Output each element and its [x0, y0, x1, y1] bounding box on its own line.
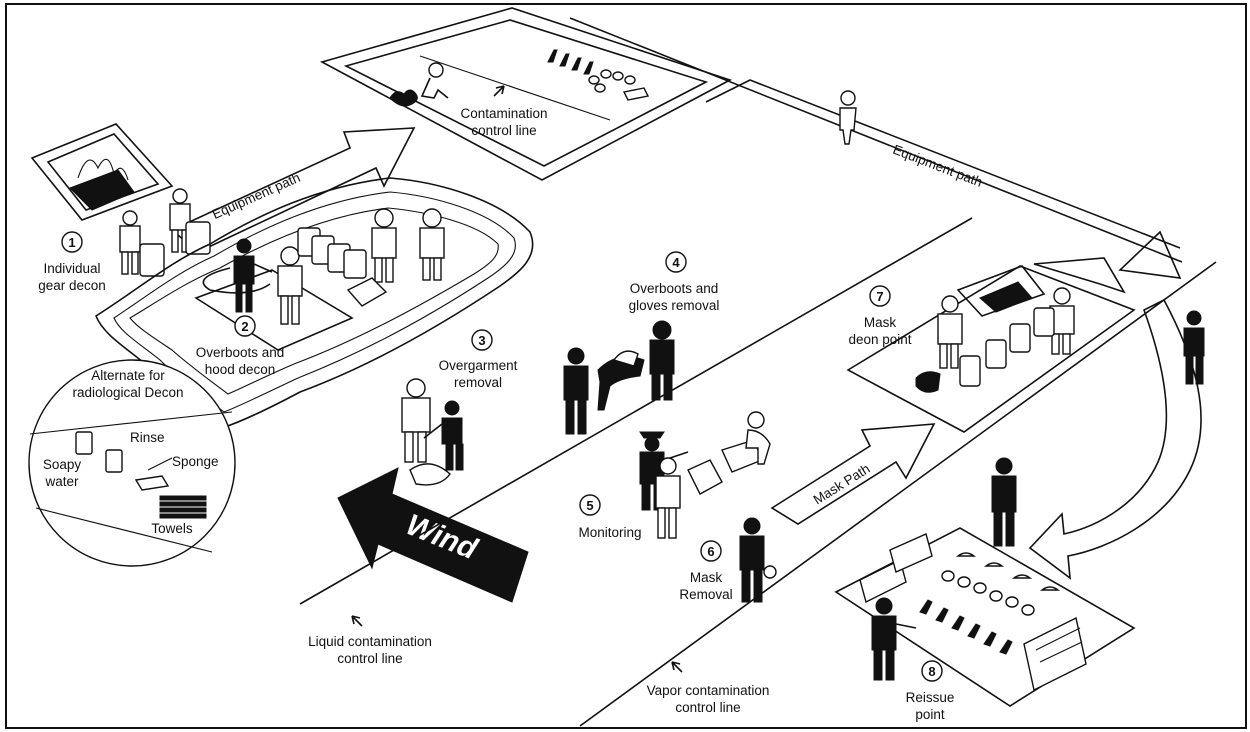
standing-person-icon: [739, 517, 777, 603]
station-3-label-1: Overgarment: [439, 358, 518, 373]
suited-person-icon: [119, 188, 191, 275]
rinse-label: Rinse: [130, 430, 165, 445]
station-7-label-1: Mask: [864, 315, 897, 330]
station-1-label-2: gear decon: [38, 278, 106, 293]
sponge-label: Sponge: [172, 454, 219, 469]
station-4-overboots-gloves-removal: 4 Overboots and gloves removal: [563, 251, 720, 435]
station-2-badge: [234, 315, 256, 337]
boots-row-icon: [919, 599, 1013, 655]
mask-pile-icon: [915, 371, 941, 393]
supply-box-icon: [346, 277, 388, 307]
liquid-contamination-control-line: Liquid contamination control line: [299, 217, 973, 666]
wind-arrow: Wind: [337, 467, 529, 603]
bending-person-icon: [597, 350, 645, 411]
masks-row-icon: [588, 69, 636, 93]
station-6-number: 6: [707, 544, 714, 559]
kneeling-person-icon: [420, 62, 449, 99]
alternate-radiological-decon-inset: Alternate for radiological Decon Rinse S…: [28, 359, 236, 567]
station-7-number: 7: [876, 289, 883, 304]
station-7-mask-decon-point: 7 Mask deon point: [846, 257, 1136, 433]
station-3-label-2: removal: [454, 375, 502, 390]
suited-person-icon: [655, 457, 681, 539]
station-3-overgarment-removal: 3 Overgarment removal: [401, 329, 518, 486]
worker-person-icon: [233, 238, 273, 313]
station-1-badge: [61, 231, 83, 253]
walking-person-icon: [839, 90, 857, 145]
station-1-number: 1: [68, 235, 75, 250]
standing-person-icon: [1183, 310, 1205, 385]
standing-person-icon: [991, 457, 1017, 547]
station-4-number: 4: [672, 255, 680, 270]
alternate-title-1: Alternate for: [91, 368, 165, 383]
rinse-bucket-icon: [105, 449, 123, 473]
station-5-number: 5: [586, 498, 593, 513]
station-2-number: 2: [241, 319, 248, 334]
station-2-label-1: Overboots and: [196, 345, 285, 360]
towels-label: Towels: [151, 521, 193, 536]
towels-stack-icon: [159, 495, 207, 519]
station-6-label-1: Mask: [690, 570, 723, 585]
standing-person-icon: [563, 347, 589, 435]
suited-person-icon: [401, 378, 431, 463]
station-2-label-2: hood decon: [205, 362, 276, 377]
contamination-control-area: Contamination control line: [319, 7, 733, 181]
mask-path-label: Mask Path: [811, 461, 873, 508]
boots-row-icon: [547, 49, 594, 75]
helper-person-icon: [423, 400, 464, 471]
soapy-label-2: water: [44, 474, 79, 489]
soapy-label-1: Soapy: [43, 457, 82, 472]
vapor-line-label-2: control line: [675, 700, 740, 715]
station-2-overboots-hood-decon: 2 Overboots and hood decon: [95, 177, 534, 429]
supply-box-icon: [687, 459, 723, 495]
station-7-label-2: deon point: [848, 332, 911, 347]
clothing-pile-icon: [389, 89, 418, 107]
supply-box-icon: [859, 533, 1087, 692]
discarded-garment-icon: [409, 463, 451, 486]
station-1-individual-gear-decon: 1 Individual gear decon: [30, 123, 211, 293]
station-1-label-1: Individual: [43, 261, 100, 276]
station-5-monitoring: 5 Monitoring: [578, 411, 771, 540]
vapor-line-label-1: Vapor contamination: [647, 683, 770, 698]
station-7-badge: [869, 285, 891, 307]
barrel-icon: [959, 307, 1055, 387]
station-5-badge: [579, 494, 601, 516]
crouching-person-icon: [745, 411, 771, 465]
station-6-mask-removal: 6 Mask Removal: [679, 517, 777, 603]
station-3-number: 3: [478, 333, 485, 348]
station-8-badge: [921, 660, 943, 682]
return-path-arrow: [991, 298, 1205, 580]
liquid-line-label-2: control line: [337, 651, 402, 666]
station-5-label: Monitoring: [578, 525, 641, 540]
contamination-line-label-2: control line: [471, 123, 536, 138]
diagram-frame: [5, 3, 1247, 729]
barrel-icon: [297, 227, 367, 279]
suited-person-icon: [277, 208, 445, 325]
masked-person-icon: [649, 320, 675, 401]
masks-row-icon: [941, 552, 1061, 616]
station-6-badge: [700, 540, 722, 562]
station-6-label-2: Removal: [679, 587, 732, 602]
station-4-badge: [665, 251, 687, 273]
mask-path-arrow: Mask Path: [770, 423, 936, 525]
contamination-line-label-1: Contamination: [460, 106, 547, 121]
station-8-number: 8: [928, 664, 935, 679]
sponge-icon: [134, 475, 170, 491]
pointer-arrow: [493, 85, 505, 97]
alternate-title-2: radiological Decon: [72, 385, 183, 400]
vapor-contamination-control-line: Vapor contamination control line: [579, 261, 1217, 727]
standing-person-icon: [871, 597, 917, 681]
station-8-label-2: point: [915, 707, 945, 722]
station-4-label-1: Overboots and: [630, 281, 719, 296]
station-3-badge: [471, 329, 493, 351]
soap-bucket-icon: [75, 431, 93, 455]
station-4-label-2: gloves removal: [629, 298, 720, 313]
supply-box-icon: [622, 87, 650, 101]
station-8-label-1: Reissue: [906, 690, 955, 705]
station-8-reissue-point: 8 Reissue point: [834, 527, 1136, 722]
suited-person-icon: [937, 287, 1075, 369]
liquid-line-label-1: Liquid contamination: [308, 634, 432, 649]
equipment-path-label-left: Equipment path: [210, 170, 303, 222]
